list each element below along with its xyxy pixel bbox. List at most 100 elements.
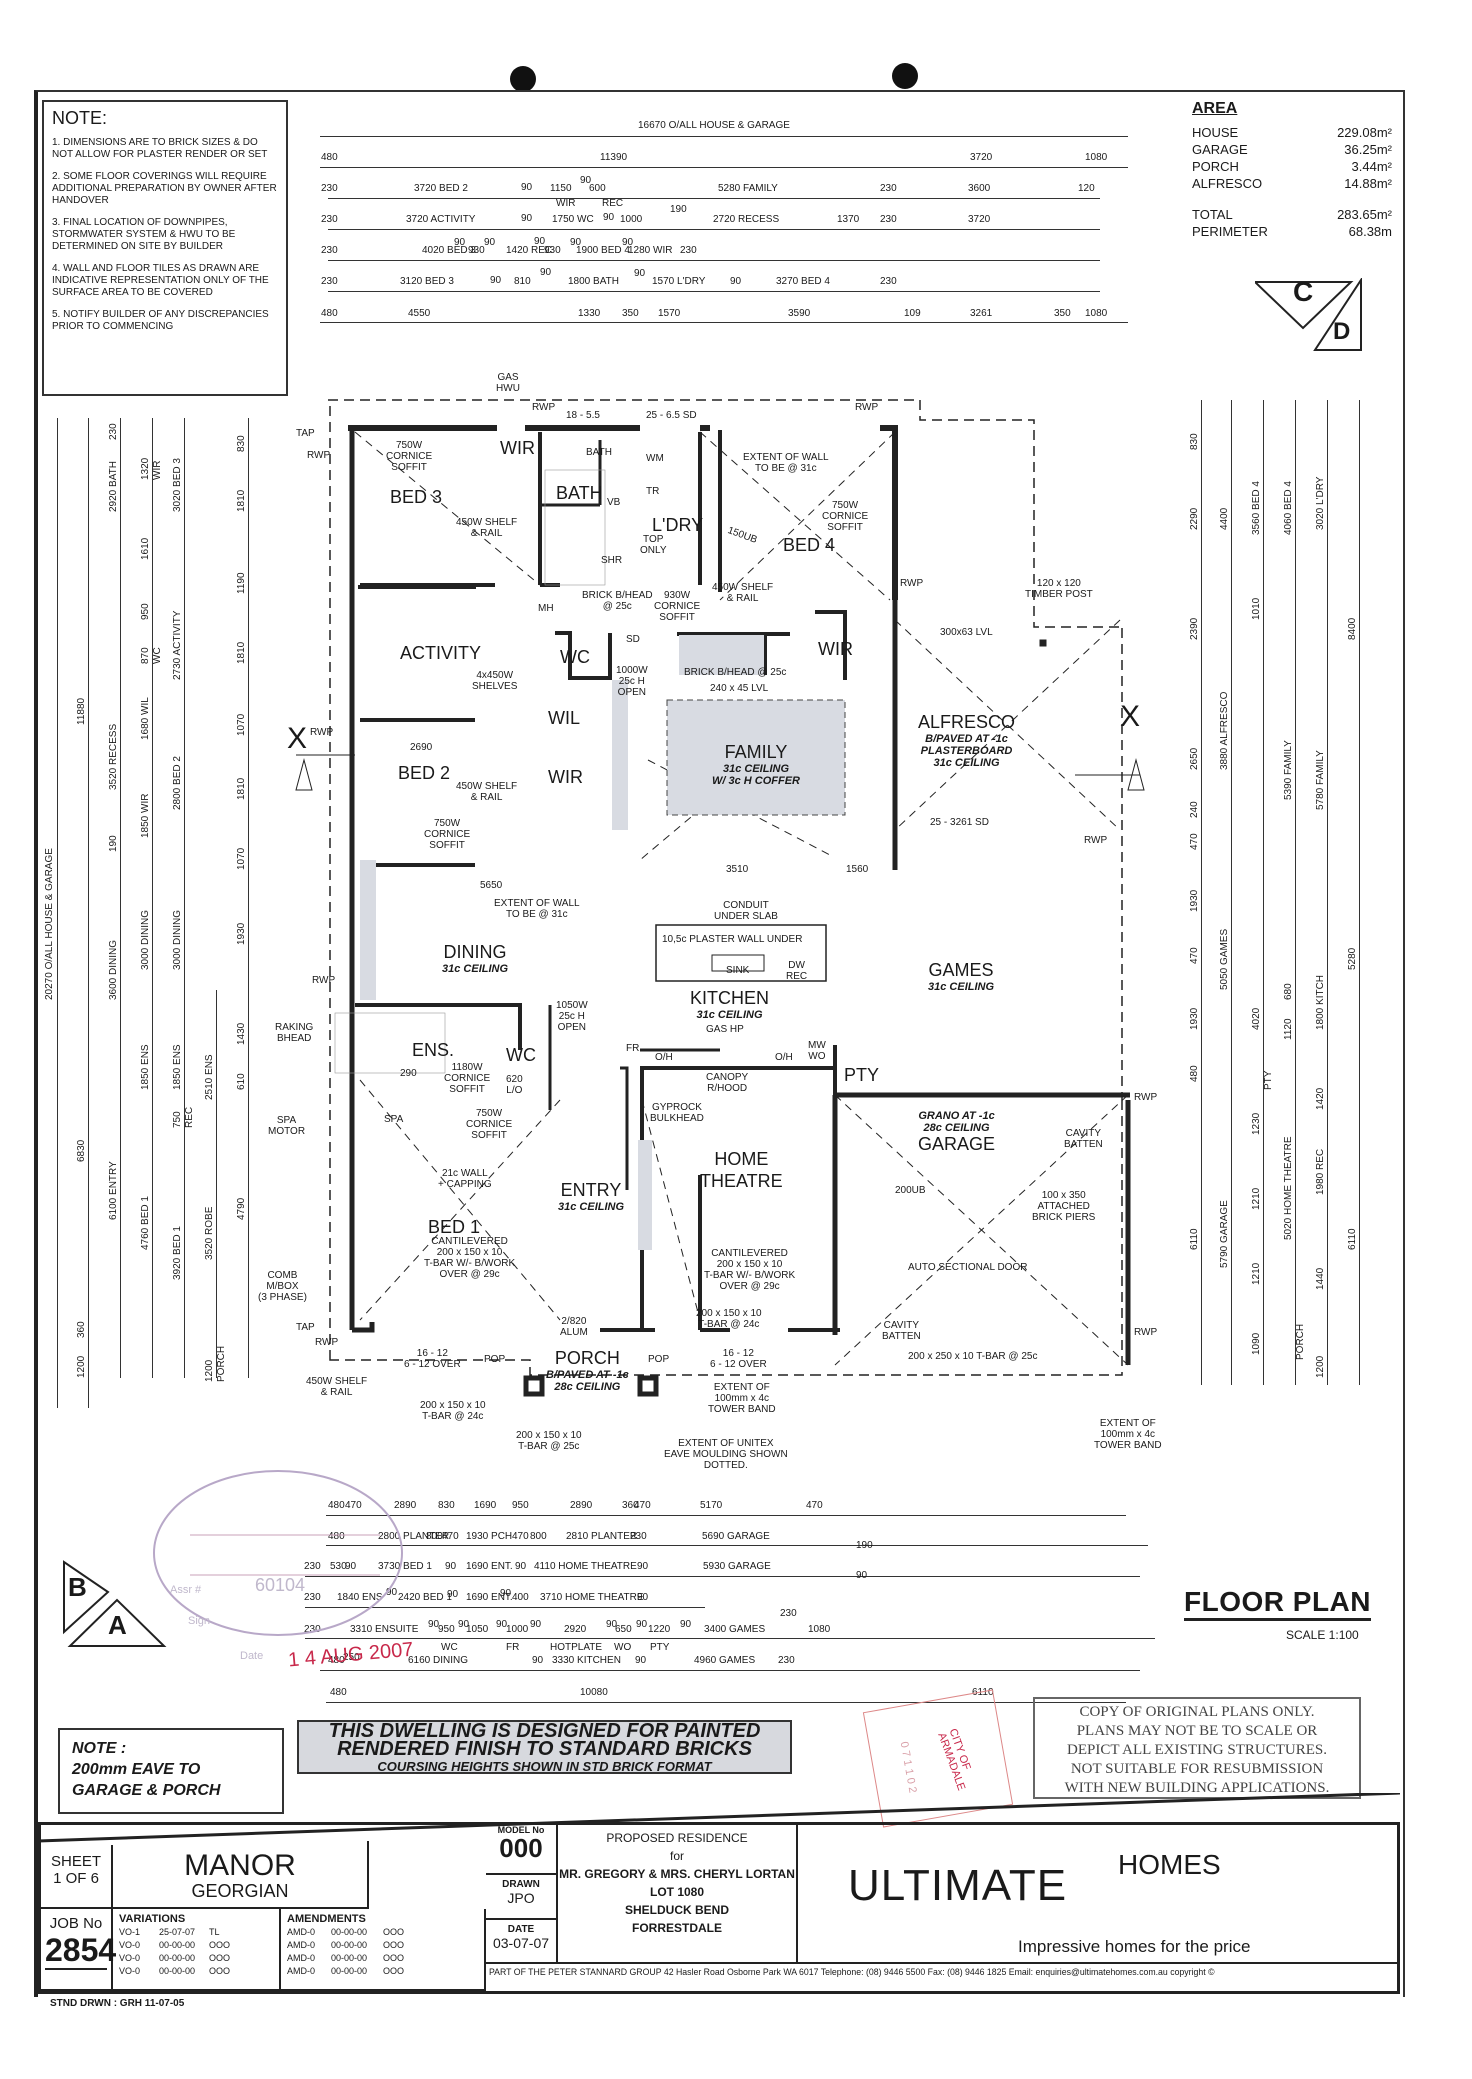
- dim-text: 3270 BED 4: [776, 276, 830, 287]
- floor-plan-drawing: [295, 399, 1145, 1397]
- dim-text: 5690 GARAGE: [702, 1531, 770, 1542]
- area-value: 68.38m: [1348, 224, 1392, 239]
- tap-label: TAP: [296, 1322, 315, 1333]
- dim-text: REC: [602, 198, 624, 209]
- dim-text: PTY: [650, 1642, 670, 1653]
- dim-text: 90: [521, 182, 533, 193]
- copy-notice-line: NOT SUITABLE FOR RESUBMISSION: [1070, 1761, 1324, 1777]
- client-line: PROPOSED RESIDENCE: [606, 1831, 748, 1845]
- copy-notice-line: DEPICT ALL EXISTING STRUCTURES.: [1066, 1742, 1327, 1758]
- stamp-label: Sign: [188, 1615, 211, 1627]
- dim-text: 810: [514, 276, 531, 287]
- dim-text: HOTPLATE: [550, 1642, 603, 1653]
- dim-text: 230: [304, 1561, 321, 1572]
- dim-text: 90: [445, 1561, 457, 1572]
- design-notice-line: THIS DWELLING IS DESIGNED FOR PAINTED: [328, 1720, 761, 1742]
- dim-text: 90: [603, 212, 615, 223]
- client-suburb: FORRESTDALE: [632, 1921, 722, 1935]
- date-label: DATE: [507, 1924, 535, 1935]
- section-x-right: X: [1120, 700, 1141, 733]
- room-activity: ACTIVITY: [400, 643, 482, 663]
- design-notice-line: COURSING HEIGHTS SHOWN IN STD BRICK FORM…: [377, 1759, 712, 1774]
- job-value: 2854: [45, 1932, 117, 1970]
- dim-text: 3590: [788, 308, 811, 319]
- dim-text: 250: [343, 1652, 360, 1663]
- dim-text: 90: [484, 237, 496, 248]
- variations-label: VARIATIONS: [119, 1913, 186, 1925]
- dim-text: 800: [426, 1531, 443, 1542]
- dim-text: 1280 WIR: [628, 245, 673, 256]
- standard-drawn: STND DRWN : GRH 11-07-05: [50, 1998, 185, 2009]
- copy-notice: COPY OF ORIGINAL PLANS ONLY. PLANS MAY N…: [1033, 1697, 1361, 1799]
- dim-text: 90: [730, 276, 742, 287]
- dim-text: 3730 BED 1: [378, 1561, 432, 1572]
- sheet-value: 1 OF 6: [53, 1870, 99, 1887]
- smoke-detector: SD: [626, 634, 640, 645]
- dim-text: 1080: [808, 1624, 831, 1635]
- brand-logo-suffix: HOMES: [1118, 1849, 1221, 1880]
- dim-text: 230: [304, 1624, 321, 1635]
- eave-note-line: 200mm EAVE TO: [72, 1761, 201, 1778]
- room-bed-3: BED 3: [390, 487, 443, 507]
- area-label: PORCH: [1192, 159, 1239, 174]
- dim-text: 90: [515, 1561, 527, 1572]
- lvl-beam: 300x63 LVL: [940, 627, 993, 638]
- dim-text: 230: [880, 183, 897, 194]
- dim-text: 350: [622, 308, 639, 319]
- beam-200ub: 200UB: [895, 1185, 926, 1196]
- dim-text: 1000: [620, 214, 643, 225]
- dim-overall: 16670 O/ALL HOUSE & GARAGE: [638, 120, 790, 131]
- room-bath: BATH: [556, 483, 603, 503]
- dim-text: 3330 KITCHEN: [552, 1655, 621, 1666]
- client-lot: LOT 1080: [649, 1885, 705, 1899]
- tbar-note: 200 x 250 x 10 T-BAR @ 25c: [908, 1351, 1038, 1362]
- room-ceiling: 31c CEILING: [928, 981, 995, 993]
- overhead-label: O/H: [655, 1052, 673, 1063]
- dim-text: 1560: [846, 864, 869, 875]
- brick-bhead-note: BRICK B/HEAD@ 25c: [582, 590, 653, 612]
- dim-text: 2920: [564, 1624, 587, 1635]
- fixture-shr: SHR: [601, 555, 623, 566]
- window-spec: 18 - 5.5: [566, 410, 600, 421]
- punch-hole: [892, 63, 918, 89]
- tap-label: TAP: [296, 428, 315, 439]
- dim-text: 1080: [1085, 308, 1108, 319]
- dim-text: 3510: [726, 864, 749, 875]
- room-floor: B/PAVED AT -1c: [925, 733, 1008, 745]
- dim-text: 90: [856, 1570, 868, 1581]
- dim-text: 470: [512, 1531, 529, 1542]
- plaster-wall-note: 10,5c PLASTER WALL UNDER: [662, 934, 803, 945]
- dim-text: 2690: [410, 742, 433, 753]
- dim-text: 3720: [968, 214, 991, 225]
- area-value: 283.65m²: [1337, 207, 1392, 222]
- dim-text: 90: [530, 1619, 542, 1630]
- design-notice-line: RENDERED FINISH TO STANDARD BRICKS: [337, 1738, 752, 1760]
- spa-label: SPA: [384, 1114, 404, 1125]
- rwp-label: RWP: [900, 578, 924, 589]
- sink-label: SINK: [726, 965, 750, 976]
- dim-text: 470: [634, 1500, 651, 1511]
- lvl-beam: 240 x 45 LVL: [710, 683, 769, 694]
- room-wir: WIR: [818, 639, 853, 659]
- room-ceiling: 31c CEILING: [722, 763, 790, 775]
- dim-text: 90: [540, 267, 552, 278]
- dim-text: 1930 PCH: [466, 1531, 513, 1542]
- room-home-theatre: HOME THEATRE: [700, 1148, 783, 1192]
- room-wc: WC: [506, 1045, 536, 1065]
- dim-text: 90: [458, 1619, 470, 1630]
- dim-text: 120: [1078, 183, 1095, 194]
- dim-text: 4960 GAMES: [694, 1655, 756, 1666]
- client-line: for: [669, 1849, 684, 1863]
- dim-text: 230: [304, 1592, 321, 1603]
- dim-text: 1570: [658, 308, 681, 319]
- dim-text: 10080: [580, 1687, 608, 1698]
